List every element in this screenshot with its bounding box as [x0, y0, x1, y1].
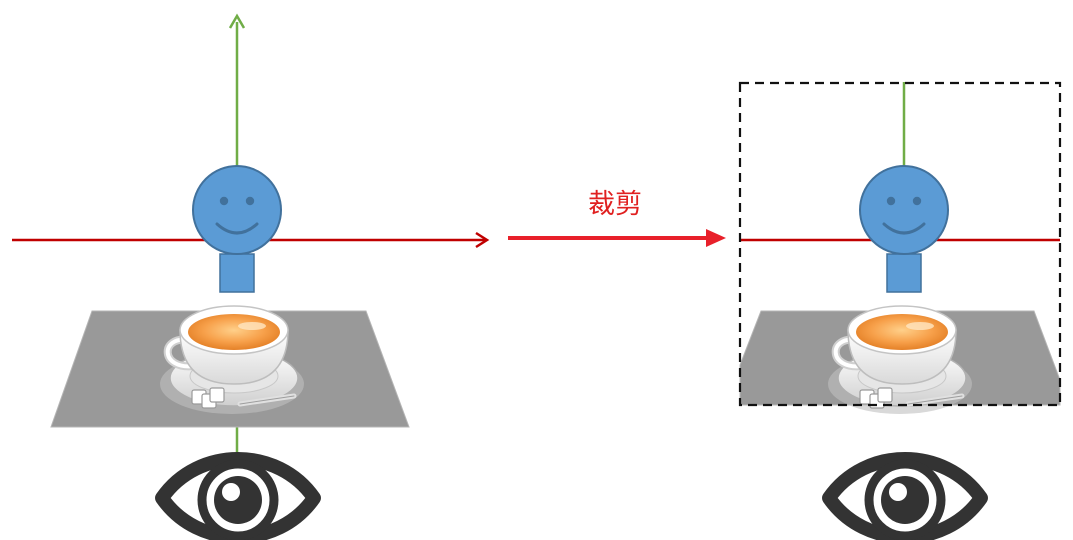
original-panel	[12, 13, 490, 537]
eye-icon	[162, 459, 314, 537]
eye-icon	[829, 459, 981, 537]
cropped-panel	[738, 81, 1062, 537]
crop-transition-arrow	[508, 229, 726, 247]
crop-label: 裁剪	[588, 189, 642, 220]
horizontal-axis-left-arrowhead	[475, 231, 490, 249]
crop-frame	[738, 81, 1062, 407]
